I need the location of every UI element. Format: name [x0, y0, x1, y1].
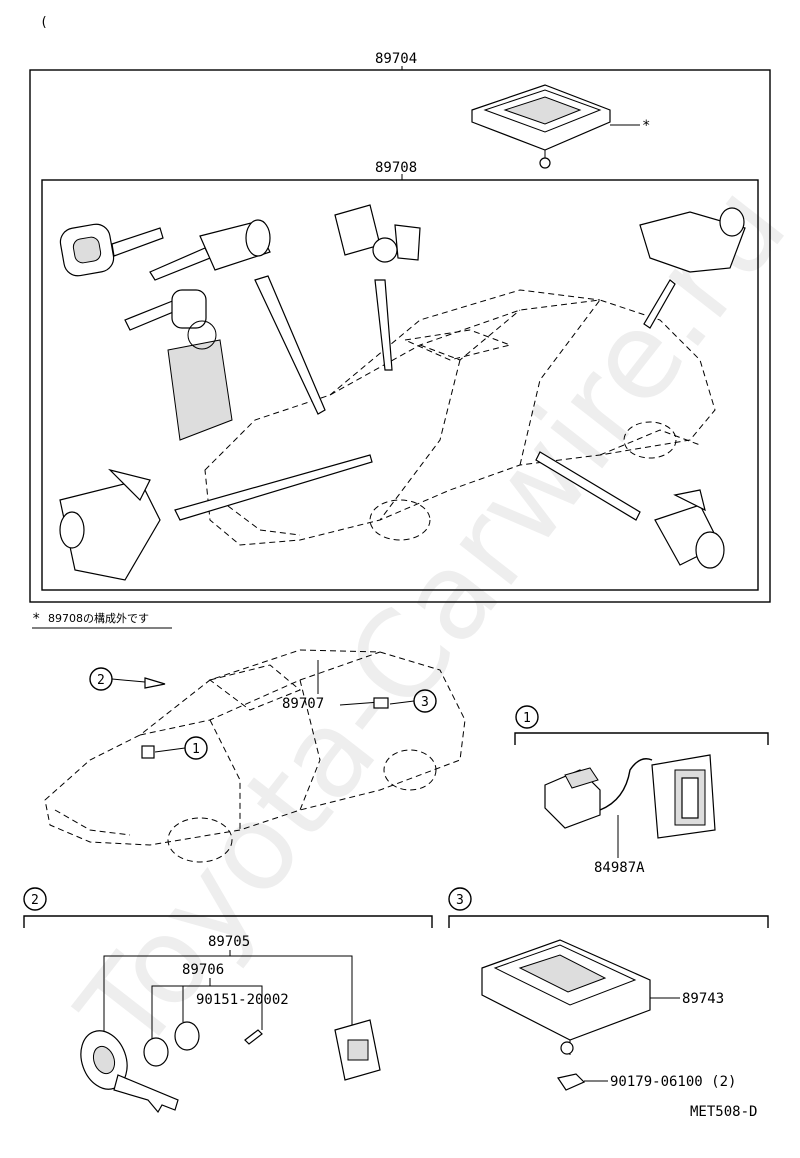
part-no-89706: 89706: [182, 962, 224, 978]
vehicle-location-view: 89707 2 1 3: [44, 649, 466, 863]
battery-icon: [143, 1021, 200, 1067]
part-no-89705: 89705: [208, 934, 250, 950]
screw-icon: [244, 1029, 263, 1045]
svg-text:3: 3: [421, 695, 429, 710]
callout-2: 2: [31, 893, 39, 908]
part-no-90151-20002: 90151-20002: [196, 992, 289, 1008]
detail-2-key-set: 2 89705 89706 90151-20002: [23, 887, 433, 1114]
part-no-84987A: 84987A: [594, 860, 645, 876]
excluded-mark: *: [642, 118, 650, 134]
svg-text:Toyota-Carwire.ru: Toyota-Carwire.ru: [53, 159, 800, 1078]
ecu-unit-top: *: [471, 84, 650, 169]
detail-3-ecu: 3 89743 90179-06100 (2): [448, 887, 769, 1091]
callout-1: 1: [523, 711, 531, 726]
callout-3: 3: [456, 893, 464, 908]
vehicle-outline-top: [204, 289, 716, 546]
key-tag-icon: [124, 289, 233, 441]
transmitter-board-icon: [334, 1019, 381, 1081]
corner-mark: (: [40, 15, 48, 30]
rear-door-cylinder-icon: [654, 489, 725, 569]
master-key-icon: [59, 223, 164, 277]
trunk-lock-cylinder-icon: [639, 207, 746, 273]
part-no-89743: 89743: [682, 991, 724, 1007]
excluded-note: * 89708の構成外です: [32, 611, 172, 629]
part-no-89704: 89704: [375, 51, 417, 67]
part-no-89708: 89708: [375, 160, 417, 176]
part-no-89707: 89707: [282, 696, 324, 712]
svg-text:2: 2: [97, 673, 105, 688]
note-text: 89708の構成外です: [48, 612, 149, 625]
watermark: Toyota-Carwire.ru: [53, 159, 800, 1078]
detail-1-switch: 1 84987A: [514, 705, 769, 876]
connector-icon: [544, 767, 601, 829]
figure-code: MET508-D: [690, 1104, 757, 1120]
svg-text:*: *: [32, 611, 40, 627]
glovebox-lock-icon: [59, 468, 161, 581]
ignition-cylinder-icon: [149, 219, 271, 281]
callout-2-vehicle: 2: [89, 667, 166, 691]
outer-frame: [29, 69, 771, 603]
callout-1-vehicle: 1: [141, 736, 208, 760]
callout-3-vehicle: 3: [373, 689, 437, 713]
key-icon: [80, 1030, 179, 1114]
top-assembly-89704: 89704 * 89708: [29, 51, 771, 603]
inner-frame-89708: [41, 179, 759, 591]
switch-icon: [651, 754, 716, 839]
nut-icon: [557, 1073, 586, 1091]
door-lock-cylinder-icon: [334, 204, 421, 263]
ecu-unit-icon: [481, 939, 651, 1055]
part-no-90179-06100: 90179-06100 (2): [610, 1074, 736, 1090]
leader-strips: [174, 275, 676, 521]
svg-text:1: 1: [192, 742, 200, 757]
